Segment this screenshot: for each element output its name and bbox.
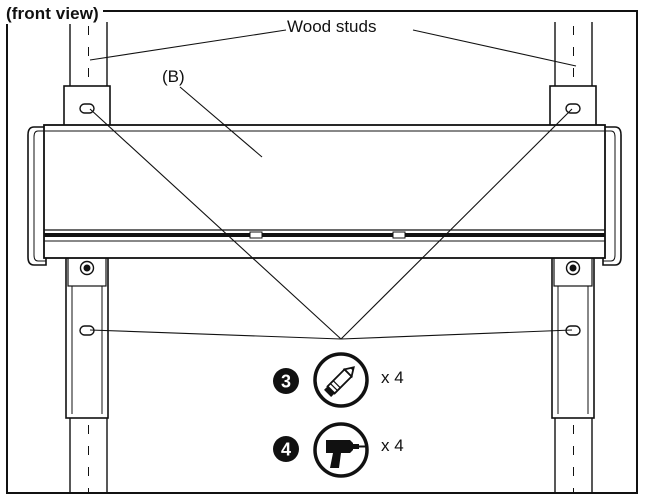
mount-screw-right [565,260,581,276]
bracket-arm-right [549,85,597,419]
wall-plate-b [27,124,622,266]
leader-lines [89,29,577,340]
part-b-label: (B) [162,67,185,86]
step-3-badge: 3 [273,368,299,394]
drill-quantity: x 4 [381,436,404,455]
bracket-arm-left [63,85,111,419]
step-4-badge: 4 [273,436,299,462]
wood-studs-label: Wood studs [287,17,377,36]
drill-icon [313,422,369,478]
mount-screw-left [79,260,95,276]
step-3-number: 3 [281,372,291,392]
pencil-quantity: x 4 [381,368,404,387]
step-4-number: 4 [281,440,291,460]
pencil-icon [313,352,369,408]
mount-slot-upper-right [565,103,581,114]
view-title: (front view) [6,4,103,24]
mount-slot-upper-left [79,103,95,114]
